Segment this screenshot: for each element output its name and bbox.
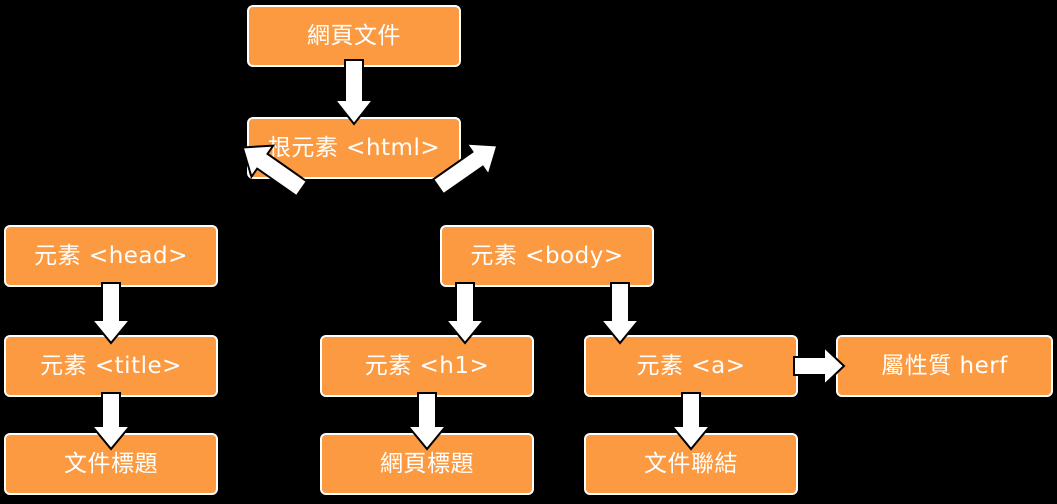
node-herf-label: 屬性質 herf <box>881 352 1008 379</box>
node-body-label: 元素 <body> <box>470 242 624 269</box>
node-title-label: 元素 <title> <box>40 352 182 379</box>
node-head: 元素 <head> <box>4 225 218 287</box>
node-h1: 元素 <h1> <box>320 335 534 397</box>
node-document-label: 網頁文件 <box>307 22 401 49</box>
node-document-title: 文件標題 <box>4 433 218 495</box>
node-a-label: 元素 <a> <box>636 352 746 379</box>
node-title: 元素 <title> <box>4 335 218 397</box>
node-document-title-label: 文件標題 <box>64 450 158 477</box>
node-herf: 屬性質 herf <box>836 335 1053 397</box>
node-document: 網頁文件 <box>247 5 461 67</box>
node-h1-label: 元素 <h1> <box>364 352 490 379</box>
node-body: 元素 <body> <box>440 225 654 287</box>
node-page-title-label: 網頁標題 <box>380 450 474 477</box>
node-document-link-label: 文件聯結 <box>644 450 738 477</box>
node-head-label: 元素 <head> <box>34 242 188 269</box>
node-a: 元素 <a> <box>584 335 798 397</box>
node-page-title: 網頁標題 <box>320 433 534 495</box>
node-html-label: 根元素 <html> <box>267 134 441 161</box>
node-html: 根元素 <html> <box>247 117 461 179</box>
node-document-link: 文件聯結 <box>584 433 798 495</box>
